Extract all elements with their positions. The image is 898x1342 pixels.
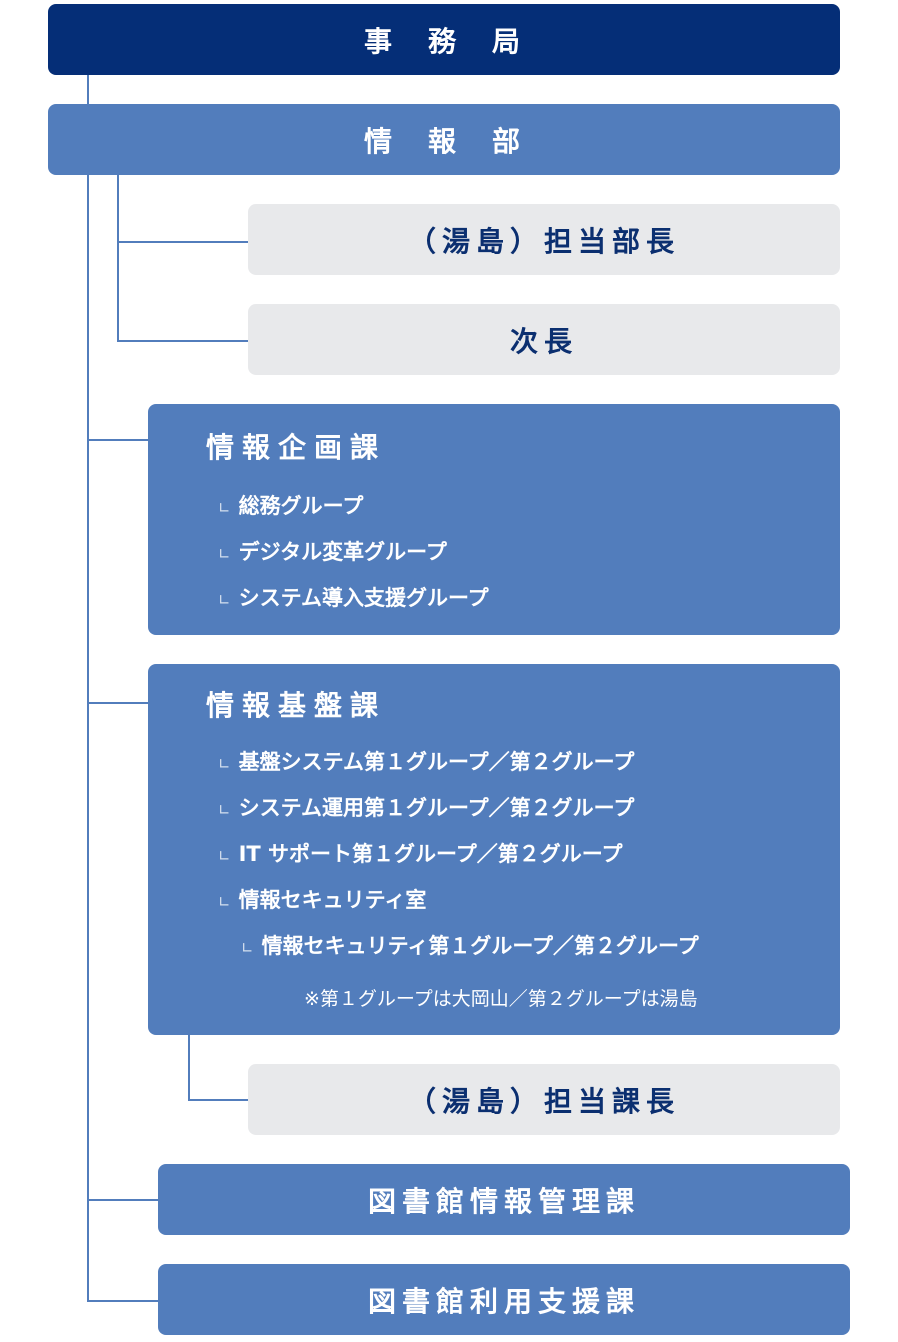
library-support-label: 図書館利用支援課 — [367, 1284, 640, 1318]
infrastructure-title: 情報基盤課 — [206, 689, 387, 722]
connector — [88, 439, 148, 441]
list-item: ∟情報セキュリティ第１グループ／第２グループ — [241, 934, 699, 958]
list-item: ∟システム導入支援グループ — [218, 586, 489, 610]
library-info-box: 図書館情報管理課 — [158, 1164, 850, 1235]
list-item: ∟総務グループ — [218, 494, 364, 518]
dept-manager-label: （湯島）担当部長 — [407, 224, 680, 258]
department-label: 情 報 部 — [363, 124, 524, 158]
infrastructure-section: 情報基盤課 ∟基盤システム第１グループ／第２グループ ∟システム運用第１グループ… — [148, 664, 840, 1035]
list-item: ∟システム運用第１グループ／第２グループ — [218, 796, 635, 820]
connector-sub — [117, 175, 119, 342]
deputy-box: 次長 — [248, 304, 840, 375]
list-item: ∟情報セキュリティ室 — [218, 888, 427, 912]
list-item: ∟基盤システム第１グループ／第２グループ — [218, 750, 635, 774]
list-item: ∟デジタル変革グループ — [218, 540, 447, 564]
deputy-label: 次長 — [509, 324, 578, 358]
connector — [188, 1099, 248, 1101]
connector — [117, 241, 248, 243]
connector — [88, 702, 148, 704]
connector — [117, 340, 248, 342]
department-box: 情 報 部 — [48, 104, 840, 175]
location-note: ※第１グループは大岡山／第２グループは湯島 — [304, 988, 698, 1010]
planning-section: 情報企画課 ∟総務グループ ∟デジタル変革グループ ∟システム導入支援グループ — [148, 404, 840, 635]
bureau-label: 事 務 局 — [363, 24, 524, 58]
connector — [88, 1300, 158, 1302]
connector — [88, 1199, 158, 1201]
dept-manager-box: （湯島）担当部長 — [248, 204, 840, 275]
connector-main — [87, 75, 89, 1302]
section-manager-label: （湯島）担当課長 — [407, 1084, 680, 1118]
library-info-label: 図書館情報管理課 — [367, 1184, 640, 1218]
bureau-box: 事 務 局 — [48, 4, 840, 75]
list-item: ∟IT サポート第１グループ／第２グループ — [218, 842, 623, 866]
connector-sub — [188, 1035, 190, 1101]
planning-title: 情報企画課 — [206, 431, 387, 464]
library-support-box: 図書館利用支援課 — [158, 1264, 850, 1335]
section-manager-box: （湯島）担当課長 — [248, 1064, 840, 1135]
